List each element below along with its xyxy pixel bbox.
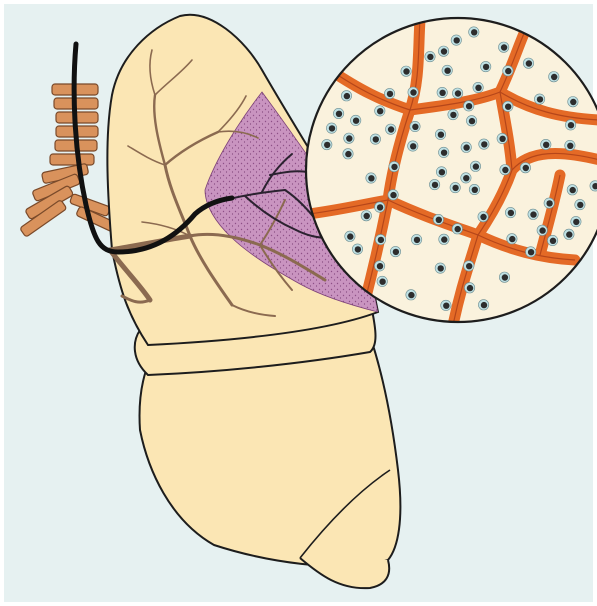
cell-nucleus (410, 143, 416, 149)
cell-nucleus (377, 204, 383, 210)
cell-nucleus (551, 74, 557, 80)
cell-nucleus (546, 200, 552, 206)
cell-nucleus (336, 111, 342, 117)
cell-nucleus (414, 237, 420, 243)
cell-nucleus (455, 226, 461, 232)
cell-nucleus (463, 144, 469, 150)
cell-nucleus (473, 163, 479, 169)
cell-nucleus (526, 60, 532, 66)
cell-nucleus (502, 167, 508, 173)
cell-nucleus (324, 142, 330, 148)
cell-nucleus (469, 118, 475, 124)
cell-nucleus (475, 85, 481, 91)
cell-nucleus (439, 90, 445, 96)
cell-nucleus (471, 29, 477, 35)
cell-nucleus (455, 90, 461, 96)
cell-nucleus (345, 151, 351, 157)
cell-nucleus (438, 265, 444, 271)
cell-nucleus (364, 213, 370, 219)
cell-nucleus (570, 187, 576, 193)
cell-nucleus (432, 182, 438, 188)
cell-nucleus (353, 118, 359, 124)
cell-nucleus (505, 104, 511, 110)
cell-nucleus (539, 227, 545, 233)
cell-nucleus (472, 187, 478, 193)
cell-nucleus (509, 236, 515, 242)
cell-nucleus (508, 210, 514, 216)
cell-nucleus (528, 249, 534, 255)
cell-nucleus (427, 54, 433, 60)
cell-nucleus (573, 219, 579, 225)
cell-nucleus (505, 68, 511, 74)
cell-nucleus (441, 236, 447, 242)
cell-nucleus (568, 122, 574, 128)
cell-nucleus (344, 93, 350, 99)
cell-nucleus (499, 136, 505, 142)
cell-nucleus (523, 165, 529, 171)
cell-nucleus (390, 192, 396, 198)
cell-nucleus (391, 164, 397, 170)
cell-nucleus (379, 279, 385, 285)
cell-nucleus (412, 124, 418, 130)
cell-nucleus (346, 135, 352, 141)
cell-nucleus (377, 108, 383, 114)
cell-nucleus (467, 285, 473, 291)
cell-nucleus (368, 175, 374, 181)
cell-nucleus (570, 99, 576, 105)
cell-nucleus (329, 125, 335, 131)
cell-nucleus (530, 211, 536, 217)
cell-nucleus (444, 68, 450, 74)
cell-nucleus (373, 136, 379, 142)
cell-nucleus (393, 249, 399, 255)
cell-nucleus (347, 233, 353, 239)
cell-nucleus (377, 263, 383, 269)
cell-nucleus (481, 302, 487, 308)
cell-nucleus (481, 141, 487, 147)
cell-nucleus (443, 303, 449, 309)
cell-nucleus (466, 103, 472, 109)
cell-nucleus (501, 44, 507, 50)
cell-nucleus (441, 48, 447, 54)
cell-nucleus (388, 126, 394, 132)
cell-nucleus (463, 175, 469, 181)
cell-nucleus (537, 96, 543, 102)
cell-nucleus (466, 263, 472, 269)
cell-nucleus (567, 143, 573, 149)
cell-nucleus (502, 274, 508, 280)
cell-nucleus (454, 37, 460, 43)
cell-nucleus (387, 91, 393, 97)
cell-nucleus (550, 238, 556, 244)
cell-nucleus (403, 68, 409, 74)
cell-nucleus (577, 202, 583, 208)
cell-nucleus (441, 150, 447, 156)
cell-nucleus (480, 214, 486, 220)
cell-nucleus (450, 112, 456, 118)
cell-nucleus (439, 169, 445, 175)
cell-nucleus (378, 237, 384, 243)
cell-nucleus (452, 185, 458, 191)
cell-nucleus (436, 217, 442, 223)
cell-nucleus (438, 132, 444, 138)
cell-nucleus (355, 246, 361, 252)
cell-nucleus (410, 89, 416, 95)
cell-nucleus (543, 142, 549, 148)
cell-nucleus (483, 64, 489, 70)
cell-nucleus (566, 231, 572, 237)
cell-nucleus (408, 292, 414, 298)
